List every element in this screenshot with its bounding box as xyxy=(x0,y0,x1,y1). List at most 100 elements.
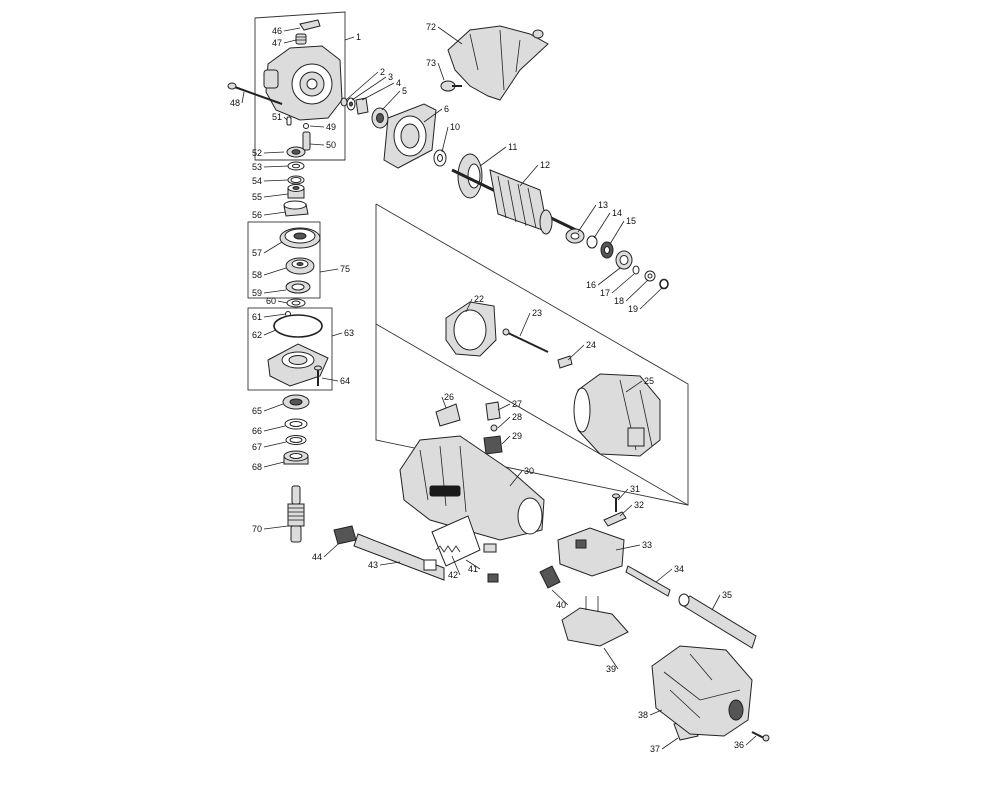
part-label-29: 29 xyxy=(512,431,522,441)
leader-line-35 xyxy=(711,594,721,611)
leader-line-40 xyxy=(551,589,569,606)
leader-line-42 xyxy=(451,555,461,576)
part-label-32: 32 xyxy=(634,500,644,510)
part-39-shape xyxy=(561,596,629,647)
leader-line-26 xyxy=(441,396,447,409)
leader-line-58 xyxy=(263,267,287,276)
part-18-shape xyxy=(644,270,656,282)
part-label-60: 60 xyxy=(266,296,276,306)
part-33-switch-shape xyxy=(557,527,625,577)
leader-line-15 xyxy=(609,220,625,245)
part-4-shape xyxy=(355,97,369,115)
leader-line-52 xyxy=(263,151,285,154)
part-27-shape xyxy=(485,401,501,421)
leader-line-22 xyxy=(465,298,473,313)
part-label-5: 5 xyxy=(402,86,407,96)
part-55-shape xyxy=(287,184,305,199)
part-label-3: 3 xyxy=(388,72,393,82)
group-frame-bearing-box xyxy=(247,307,333,391)
part-72-wheel-guard-shape xyxy=(447,25,549,101)
part-62-shape xyxy=(273,314,323,338)
part-label-53: 53 xyxy=(252,162,262,172)
part-label-6: 6 xyxy=(444,104,449,114)
part-60-shape xyxy=(286,298,306,308)
part-57-shape xyxy=(279,227,321,249)
leader-line-10 xyxy=(441,126,449,153)
part-label-61: 61 xyxy=(252,312,262,322)
leader-line-68 xyxy=(263,461,285,468)
part-26-shape xyxy=(435,403,461,427)
part-23-shape xyxy=(502,328,549,353)
leader-line-66 xyxy=(263,425,286,432)
part-67-shape xyxy=(285,435,307,445)
brush-parts-shape xyxy=(483,543,499,583)
part-label-11: 11 xyxy=(508,142,517,152)
leader-line-11 xyxy=(479,146,507,167)
part-label-59: 59 xyxy=(252,288,262,298)
part-65-shape xyxy=(282,394,310,410)
part-59-shape xyxy=(285,280,311,294)
part-label-40: 40 xyxy=(556,600,566,610)
part-1-gear-housing-shape xyxy=(263,45,343,121)
part-label-1: 1 xyxy=(356,32,361,42)
part-14-shape xyxy=(586,235,598,249)
leader-line-27 xyxy=(497,403,511,411)
leader-line-5 xyxy=(381,90,401,111)
leader-line-39 xyxy=(603,647,619,670)
leader-line-64 xyxy=(321,377,339,382)
part-15-shape xyxy=(600,241,614,259)
part-label-35: 35 xyxy=(722,590,732,600)
part-54-shape xyxy=(287,175,305,185)
part-label-46: 46 xyxy=(272,26,282,36)
leader-line-43 xyxy=(379,561,401,566)
part-label-75: 75 xyxy=(340,264,350,274)
leader-line-4 xyxy=(361,82,395,101)
part-47-shape xyxy=(295,33,307,45)
leader-line-41 xyxy=(465,559,481,570)
leader-line-53 xyxy=(263,165,289,168)
part-label-15: 15 xyxy=(626,216,636,226)
part-68-shape xyxy=(283,450,309,465)
leader-line-31 xyxy=(617,488,629,501)
part-label-51: 51 xyxy=(272,112,282,122)
part-label-18: 18 xyxy=(614,296,624,306)
part-30-motor-housing-shape xyxy=(399,435,545,541)
part-43-shape xyxy=(353,533,445,581)
part-48-shape xyxy=(227,82,283,105)
part-label-37: 37 xyxy=(650,744,660,754)
leader-line-54 xyxy=(263,179,289,182)
part-label-63: 63 xyxy=(344,328,354,338)
part-label-39: 39 xyxy=(606,664,616,674)
part-44-shape xyxy=(333,525,357,545)
leader-line-3 xyxy=(351,76,387,101)
leader-line-37 xyxy=(661,737,679,750)
part-label-2: 2 xyxy=(380,67,385,77)
part-5-shape xyxy=(371,107,389,129)
part-32-shape xyxy=(603,511,627,527)
part-label-48: 48 xyxy=(230,98,240,108)
leader-line-75 xyxy=(319,268,339,273)
part-70-spindle-shape xyxy=(287,485,305,543)
leader-line-13 xyxy=(577,204,597,233)
group-frame-gear-housing xyxy=(254,11,346,161)
part-label-19: 19 xyxy=(628,304,638,314)
leader-line-48 xyxy=(241,91,245,104)
part-29-shape xyxy=(483,435,503,455)
leader-line-28 xyxy=(497,416,511,429)
part-label-22: 22 xyxy=(474,294,484,304)
part-label-17: 17 xyxy=(600,288,610,298)
part-label-34: 34 xyxy=(674,564,684,574)
leader-line-6 xyxy=(423,108,443,123)
leader-line-44 xyxy=(323,543,339,558)
part-label-73: 73 xyxy=(426,58,436,68)
part-label-43: 43 xyxy=(368,560,378,570)
part-label-28: 28 xyxy=(512,412,522,422)
leader-line-63 xyxy=(331,332,343,337)
part-label-10: 10 xyxy=(450,122,460,132)
leader-line-17 xyxy=(611,273,635,294)
leader-line-38 xyxy=(649,709,663,716)
part-53-shape xyxy=(287,161,305,171)
leader-line-57 xyxy=(263,241,283,254)
part-label-24: 24 xyxy=(586,340,596,350)
